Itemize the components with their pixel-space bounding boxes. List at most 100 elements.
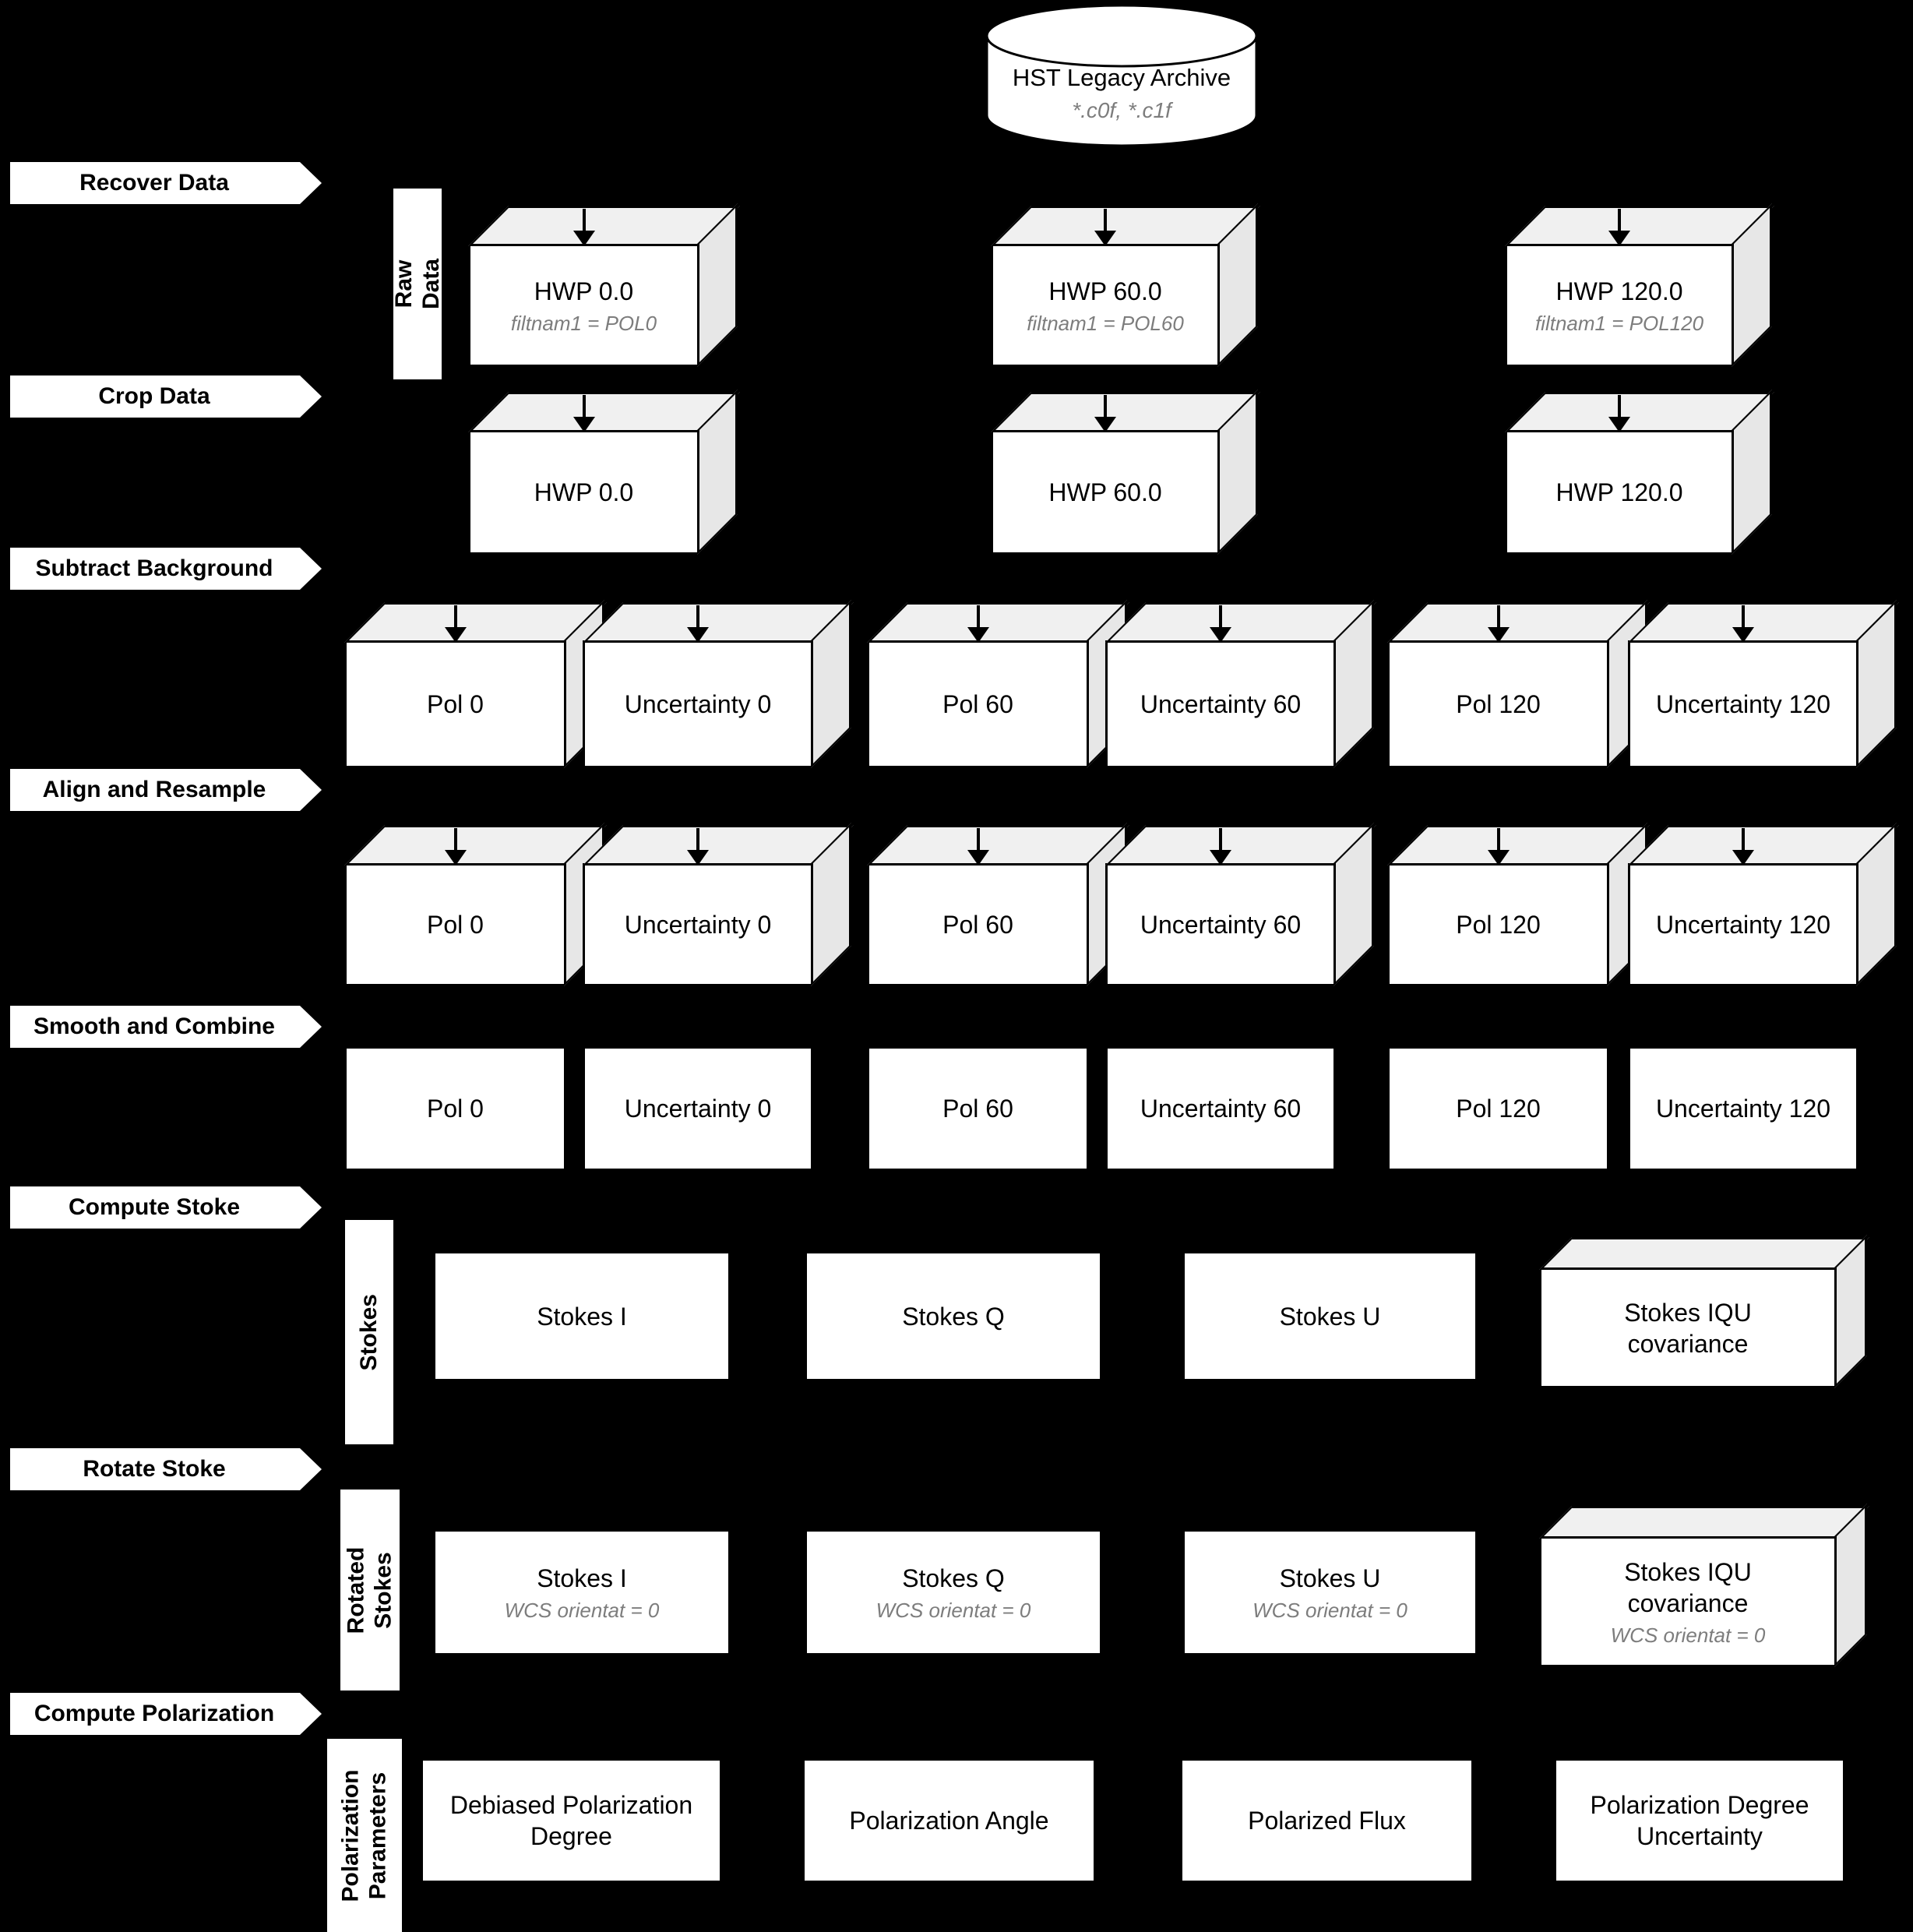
down-arrow-icon: [696, 605, 699, 627]
rotated-stokes-q-box: Stokes Q WCS orientat = 0: [805, 1529, 1102, 1655]
box-label: Polarization Degree Uncertainty: [1590, 1791, 1809, 1850]
box-label: Uncertainty 120: [1655, 911, 1831, 939]
stokes-u-box: Stokes U: [1182, 1251, 1478, 1381]
stokes-i-box: Stokes I: [433, 1251, 731, 1381]
group-label-rotated-stokes: Rotated Stokes: [340, 1490, 400, 1690]
box-subtitle: filtnam1 = POL60: [1027, 311, 1184, 335]
stage-banner-rotate-stoke: Rotate Stoke: [10, 1448, 322, 1490]
box-label: Pol 0: [427, 1095, 484, 1123]
down-arrow-icon: [1219, 605, 1222, 627]
box-subtitle: WCS orientat = 0: [1252, 1598, 1407, 1622]
box-label: Uncertainty 0: [624, 911, 772, 939]
polarized-flux-box: Polarized Flux: [1180, 1758, 1474, 1883]
crop-hwp-120-box: HWP 120.0: [1505, 390, 1774, 555]
subtract-uncertainty-60-box: Uncertainty 60: [1105, 600, 1376, 768]
box-label: Stokes Q: [902, 1302, 1005, 1331]
box-label: Pol 60: [942, 911, 1013, 939]
down-arrow-icon: [696, 828, 699, 850]
down-arrow-icon: [976, 828, 980, 850]
box-label: Uncertainty 60: [1140, 690, 1302, 718]
box-label: Stokes I: [537, 1564, 627, 1592]
box-label: HWP 120.0: [1555, 277, 1683, 305]
box-label: Pol 0: [427, 690, 484, 718]
smooth-pol-60-box: Pol 60: [867, 1046, 1089, 1171]
box-label: Pol 120: [1456, 690, 1541, 718]
align-uncertainty-0-box: Uncertainty 0: [583, 823, 854, 986]
box-label: Pol 0: [427, 911, 484, 939]
database-title: HST Legacy Archive: [1012, 64, 1231, 91]
box-label: HWP 60.0: [1048, 277, 1162, 305]
box-label: Stokes U: [1279, 1302, 1381, 1331]
crop-hwp-0-box: HWP 0.0: [468, 390, 740, 555]
box-label: Pol 60: [942, 1095, 1013, 1123]
down-arrow-icon: [1219, 828, 1222, 850]
align-pol-120-box: Pol 120: [1387, 823, 1650, 986]
down-arrow-icon: [1618, 395, 1621, 417]
raw-hwp-0-box: HWP 0.0 filtnam1 = POL0: [468, 203, 740, 367]
box-label: Uncertainty 60: [1140, 1095, 1302, 1123]
stokes-iqu-covariance-box: Stokes IQU covariance: [1539, 1235, 1869, 1388]
hst-legacy-archive-database: HST Legacy Archive *.c0f, *.c1f: [985, 3, 1259, 150]
box-top-face: [468, 392, 740, 432]
box-label: Stokes IQU covariance: [1624, 1298, 1752, 1358]
smooth-uncertainty-0-box: Uncertainty 0: [583, 1046, 813, 1171]
down-arrow-icon: [453, 828, 457, 850]
box-label: HWP 60.0: [1048, 478, 1162, 506]
box-label: HWP 0.0: [534, 277, 634, 305]
align-pol-0-box: Pol 0: [344, 823, 607, 986]
subtract-pol-60-box: Pol 60: [867, 600, 1129, 768]
stage-banner-align-and-resample: Align and Resample: [10, 769, 322, 811]
polarization-degree-uncertainty-box: Polarization Degree Uncertainty: [1554, 1758, 1845, 1883]
box-label: Pol 120: [1456, 911, 1541, 939]
subtract-uncertainty-0-box: Uncertainty 0: [583, 600, 854, 768]
align-uncertainty-60-box: Uncertainty 60: [1105, 823, 1376, 986]
align-pol-60-box: Pol 60: [867, 823, 1129, 986]
stage-banner-recover-data: Recover Data: [10, 162, 322, 204]
box-top-face: [583, 825, 854, 866]
box-top-face: [583, 602, 854, 643]
smooth-uncertainty-60-box: Uncertainty 60: [1105, 1046, 1336, 1171]
crop-hwp-60-box: HWP 60.0: [991, 390, 1260, 555]
box-top-face: [468, 206, 740, 246]
subtract-pol-0-box: Pol 0: [344, 600, 607, 768]
box-label: Stokes I: [537, 1302, 627, 1331]
box-label: Pol 120: [1456, 1095, 1541, 1123]
box-subtitle: WCS orientat = 0: [504, 1598, 660, 1622]
box-top-face: [1539, 1506, 1869, 1539]
raw-hwp-60-box: HWP 60.0 filtnam1 = POL60: [991, 203, 1260, 367]
rotated-stokes-iqu-covariance-box: Stokes IQU covariance WCS orientat = 0: [1539, 1504, 1869, 1667]
down-arrow-icon: [582, 395, 586, 417]
stokes-q-box: Stokes Q: [805, 1251, 1102, 1381]
box-top-face: [1539, 1237, 1869, 1270]
box-label: Stokes Q: [902, 1564, 1005, 1592]
down-arrow-icon: [1104, 209, 1107, 231]
box-subtitle: filtnam1 = POL0: [510, 311, 657, 335]
down-arrow-icon: [1496, 605, 1500, 627]
box-label: Polarization Angle: [849, 1807, 1049, 1835]
database-cylinder-icon: [985, 4, 1258, 147]
rotated-stokes-u-box: Stokes U WCS orientat = 0: [1182, 1529, 1478, 1655]
rotated-stokes-i-box: Stokes I WCS orientat = 0: [433, 1529, 731, 1655]
group-label-stokes: Stokes: [345, 1220, 393, 1444]
raw-hwp-120-box: HWP 120.0 filtnam1 = POL120: [1505, 203, 1774, 367]
box-label: HWP 0.0: [534, 478, 634, 506]
smooth-pol-120-box: Pol 120: [1387, 1046, 1609, 1171]
box-label: Uncertainty 0: [624, 1095, 772, 1123]
stage-banner-crop-data: Crop Data: [10, 375, 322, 418]
stage-banner-smooth-and-combine: Smooth and Combine: [10, 1006, 322, 1048]
down-arrow-icon: [582, 209, 586, 231]
stage-banner-subtract-background: Subtract Background: [10, 548, 322, 590]
polarization-angle-box: Polarization Angle: [802, 1758, 1096, 1883]
database-subtitle: *.c0f, *.c1f: [1072, 98, 1171, 122]
down-arrow-icon: [1496, 828, 1500, 850]
box-subtitle: WCS orientat = 0: [875, 1598, 1031, 1622]
box-subtitle: filtnam1 = POL120: [1534, 311, 1704, 335]
debiased-polarization-degree-box: Debiased Polarization Degree: [421, 1758, 722, 1883]
group-label-polarization-parameters: Polarization Parameters: [327, 1739, 402, 1932]
down-arrow-icon: [976, 605, 980, 627]
down-arrow-icon: [1618, 209, 1621, 231]
subtract-pol-120-box: Pol 120: [1387, 600, 1650, 768]
box-label: Pol 60: [942, 690, 1013, 718]
box-label: Debiased Polarization Degree: [449, 1791, 693, 1850]
stage-banner-compute-polarization: Compute Polarization: [10, 1693, 322, 1735]
